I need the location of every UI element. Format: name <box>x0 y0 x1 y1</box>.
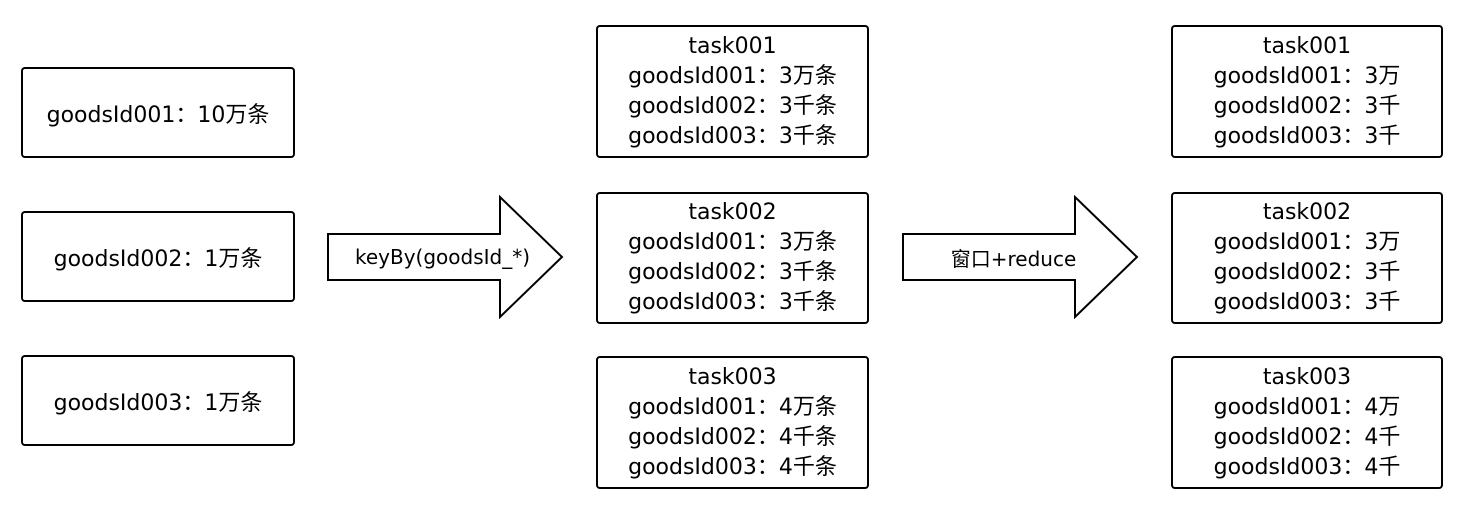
task-line: goodsId001：3万条 <box>628 230 837 255</box>
source-label: goodsId002：1万条 <box>53 246 263 272</box>
task-title: task003 <box>688 364 777 390</box>
task-line: goodsId003：4千 <box>1213 454 1401 480</box>
task-line: goodsId002：3千条 <box>628 260 837 285</box>
task-title: task002 <box>688 200 777 225</box>
source-box-goodsid001: goodsId001：10万条 <box>21 67 295 158</box>
task-line: goodsId002：3千 <box>1213 260 1401 285</box>
task-line: goodsId003：3千条 <box>628 123 837 149</box>
result-task-box-task002: task002 goodsId001：3万 goodsId002：3千 good… <box>1171 192 1443 324</box>
middle-task-box-task001: task001 goodsId001：3万条 goodsId002：3千条 go… <box>596 25 869 158</box>
window-reduce-arrow <box>902 195 1139 319</box>
keyby-arrow-label: keyBy(goodsId_*) <box>354 245 531 269</box>
middle-task-box-task003: task003 goodsId001：4万条 goodsId002：4千条 go… <box>596 356 869 489</box>
task-line: goodsId001：3万 <box>1213 230 1401 255</box>
window-reduce-arrow-label: 窗口+reduce <box>950 246 1077 271</box>
task-title: task001 <box>1262 33 1352 59</box>
task-line: goodsId002：4千 <box>1213 424 1401 450</box>
task-title: task003 <box>1262 364 1352 390</box>
source-box-goodsid003: goodsId003：1万条 <box>21 355 295 446</box>
middle-task-box-task002: task002 goodsId001：3万条 goodsId002：3千条 go… <box>596 192 869 324</box>
task-title: task001 <box>688 33 777 59</box>
result-task-box-task003: task003 goodsId001：4万 goodsId002：4千 good… <box>1171 356 1443 489</box>
task-title: task002 <box>1262 200 1352 225</box>
task-line: goodsId003：4千条 <box>628 454 837 480</box>
task-line: goodsId001：4万条 <box>628 394 837 420</box>
source-box-goodsid002: goodsId002：1万条 <box>21 211 295 302</box>
keyby-arrow <box>327 195 564 319</box>
task-line: goodsId001：3万条 <box>628 63 837 89</box>
task-line: goodsId002：4千条 <box>628 424 837 450</box>
task-line: goodsId003：3千条 <box>628 290 837 315</box>
task-line: goodsId002：3千条 <box>628 93 837 119</box>
task-line: goodsId003：3千 <box>1213 290 1401 315</box>
task-line: goodsId002：3千 <box>1213 93 1401 119</box>
source-label: goodsId003：1万条 <box>53 390 263 416</box>
source-label: goodsId001：10万条 <box>46 102 270 128</box>
task-line: goodsId001：3万 <box>1213 63 1401 89</box>
result-task-box-task001: task001 goodsId001：3万 goodsId002：3千 good… <box>1171 25 1443 158</box>
task-line: goodsId003：3千 <box>1213 123 1401 149</box>
task-line: goodsId001：4万 <box>1213 394 1401 420</box>
